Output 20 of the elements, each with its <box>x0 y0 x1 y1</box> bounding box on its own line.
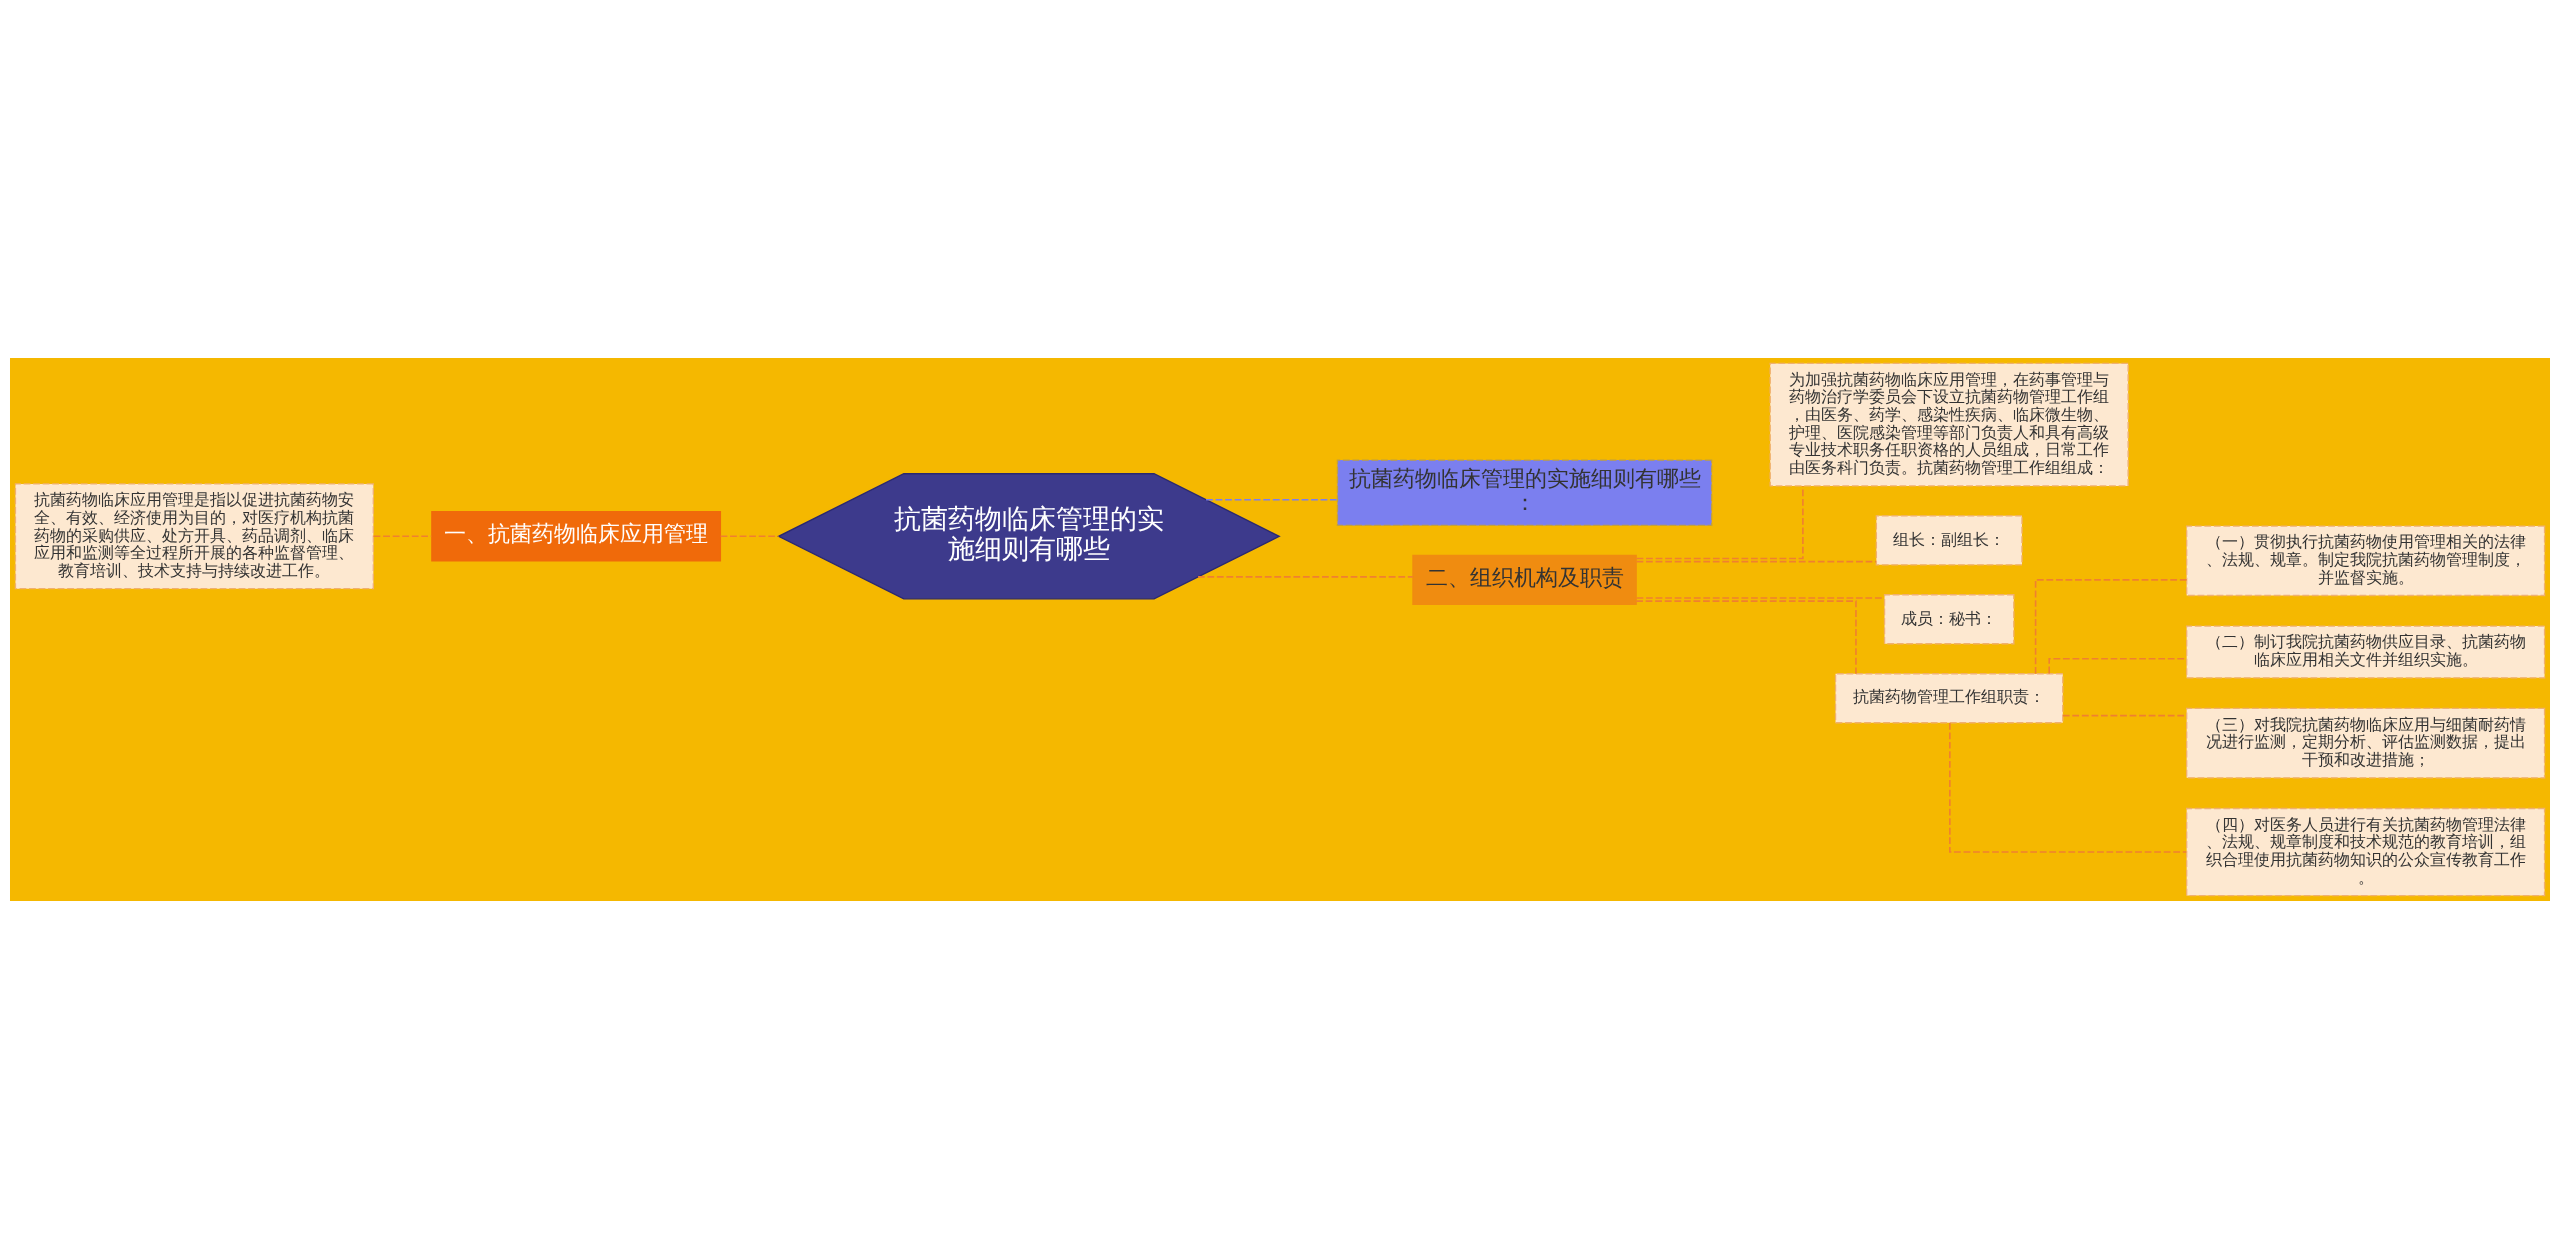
node-box: 抗菌药物临床管理的实施细则有哪些： <box>1336 458 1713 526</box>
node-box: 抗菌药物临床应用管理是指以促进抗菌药物安全、有效、经济使用为目的，对医疗机构抗菌药物的采购供应、处方开具、药品调剂、临床应用和监测等全过程所开展的各种监督管理、教育培训、技术支持与持续改进工作。 <box>14 482 375 589</box>
connector <box>2034 578 2188 674</box>
connector <box>1635 596 1885 599</box>
connector <box>1205 498 1338 501</box>
node-box: （一）贯彻执行抗菌药物使用管理相关的法律、法规、规章。制定我院抗菌药物管理制度，并监督实施。 <box>2185 524 2546 596</box>
node-box: 一、抗菌药物临床应用管理 <box>431 510 722 561</box>
node-box: （二）制订我院抗菌药物供应目录、抗菌药物临床应用相关文件并组织实施。 <box>2185 624 2546 678</box>
node-box: （四）对医务人员进行有关抗菌药物管理法律、法规、规章制度和技术规范的教育培训，组织合理使用抗菌药物知识的公众宣传教育工作。 <box>2185 807 2546 896</box>
node-box: 二、组织机构及职责 <box>1412 554 1637 605</box>
node-box: 为加强抗菌药物临床应用管理，在药事管理与药物治疗学委员会下设立抗菌药物管理工作组，由医务、药学、感染性疾病、临床微生物、护理、医院感染管理等部门负责人和具有高级专业技术职务任职资格的人员组成，日常工作由医务科门负责。抗菌药物管理工作组组成： <box>1769 362 2129 487</box>
node-box: 抗菌药物管理工作组职责： <box>1834 672 2064 723</box>
connector <box>1635 560 1877 562</box>
connector <box>1635 599 1857 675</box>
connector <box>1197 575 1414 578</box>
node-box: （三）对我院抗菌药物临床应用与细菌耐药情况进行监测，定期分析、评估监测数据，提出干预和改进措施； <box>2185 707 2546 778</box>
connector <box>1949 721 2188 853</box>
node-box: 组长：副组长： <box>1875 514 2023 566</box>
node-box: 成员：秘书： <box>1883 593 2015 644</box>
connector <box>1635 484 1804 559</box>
